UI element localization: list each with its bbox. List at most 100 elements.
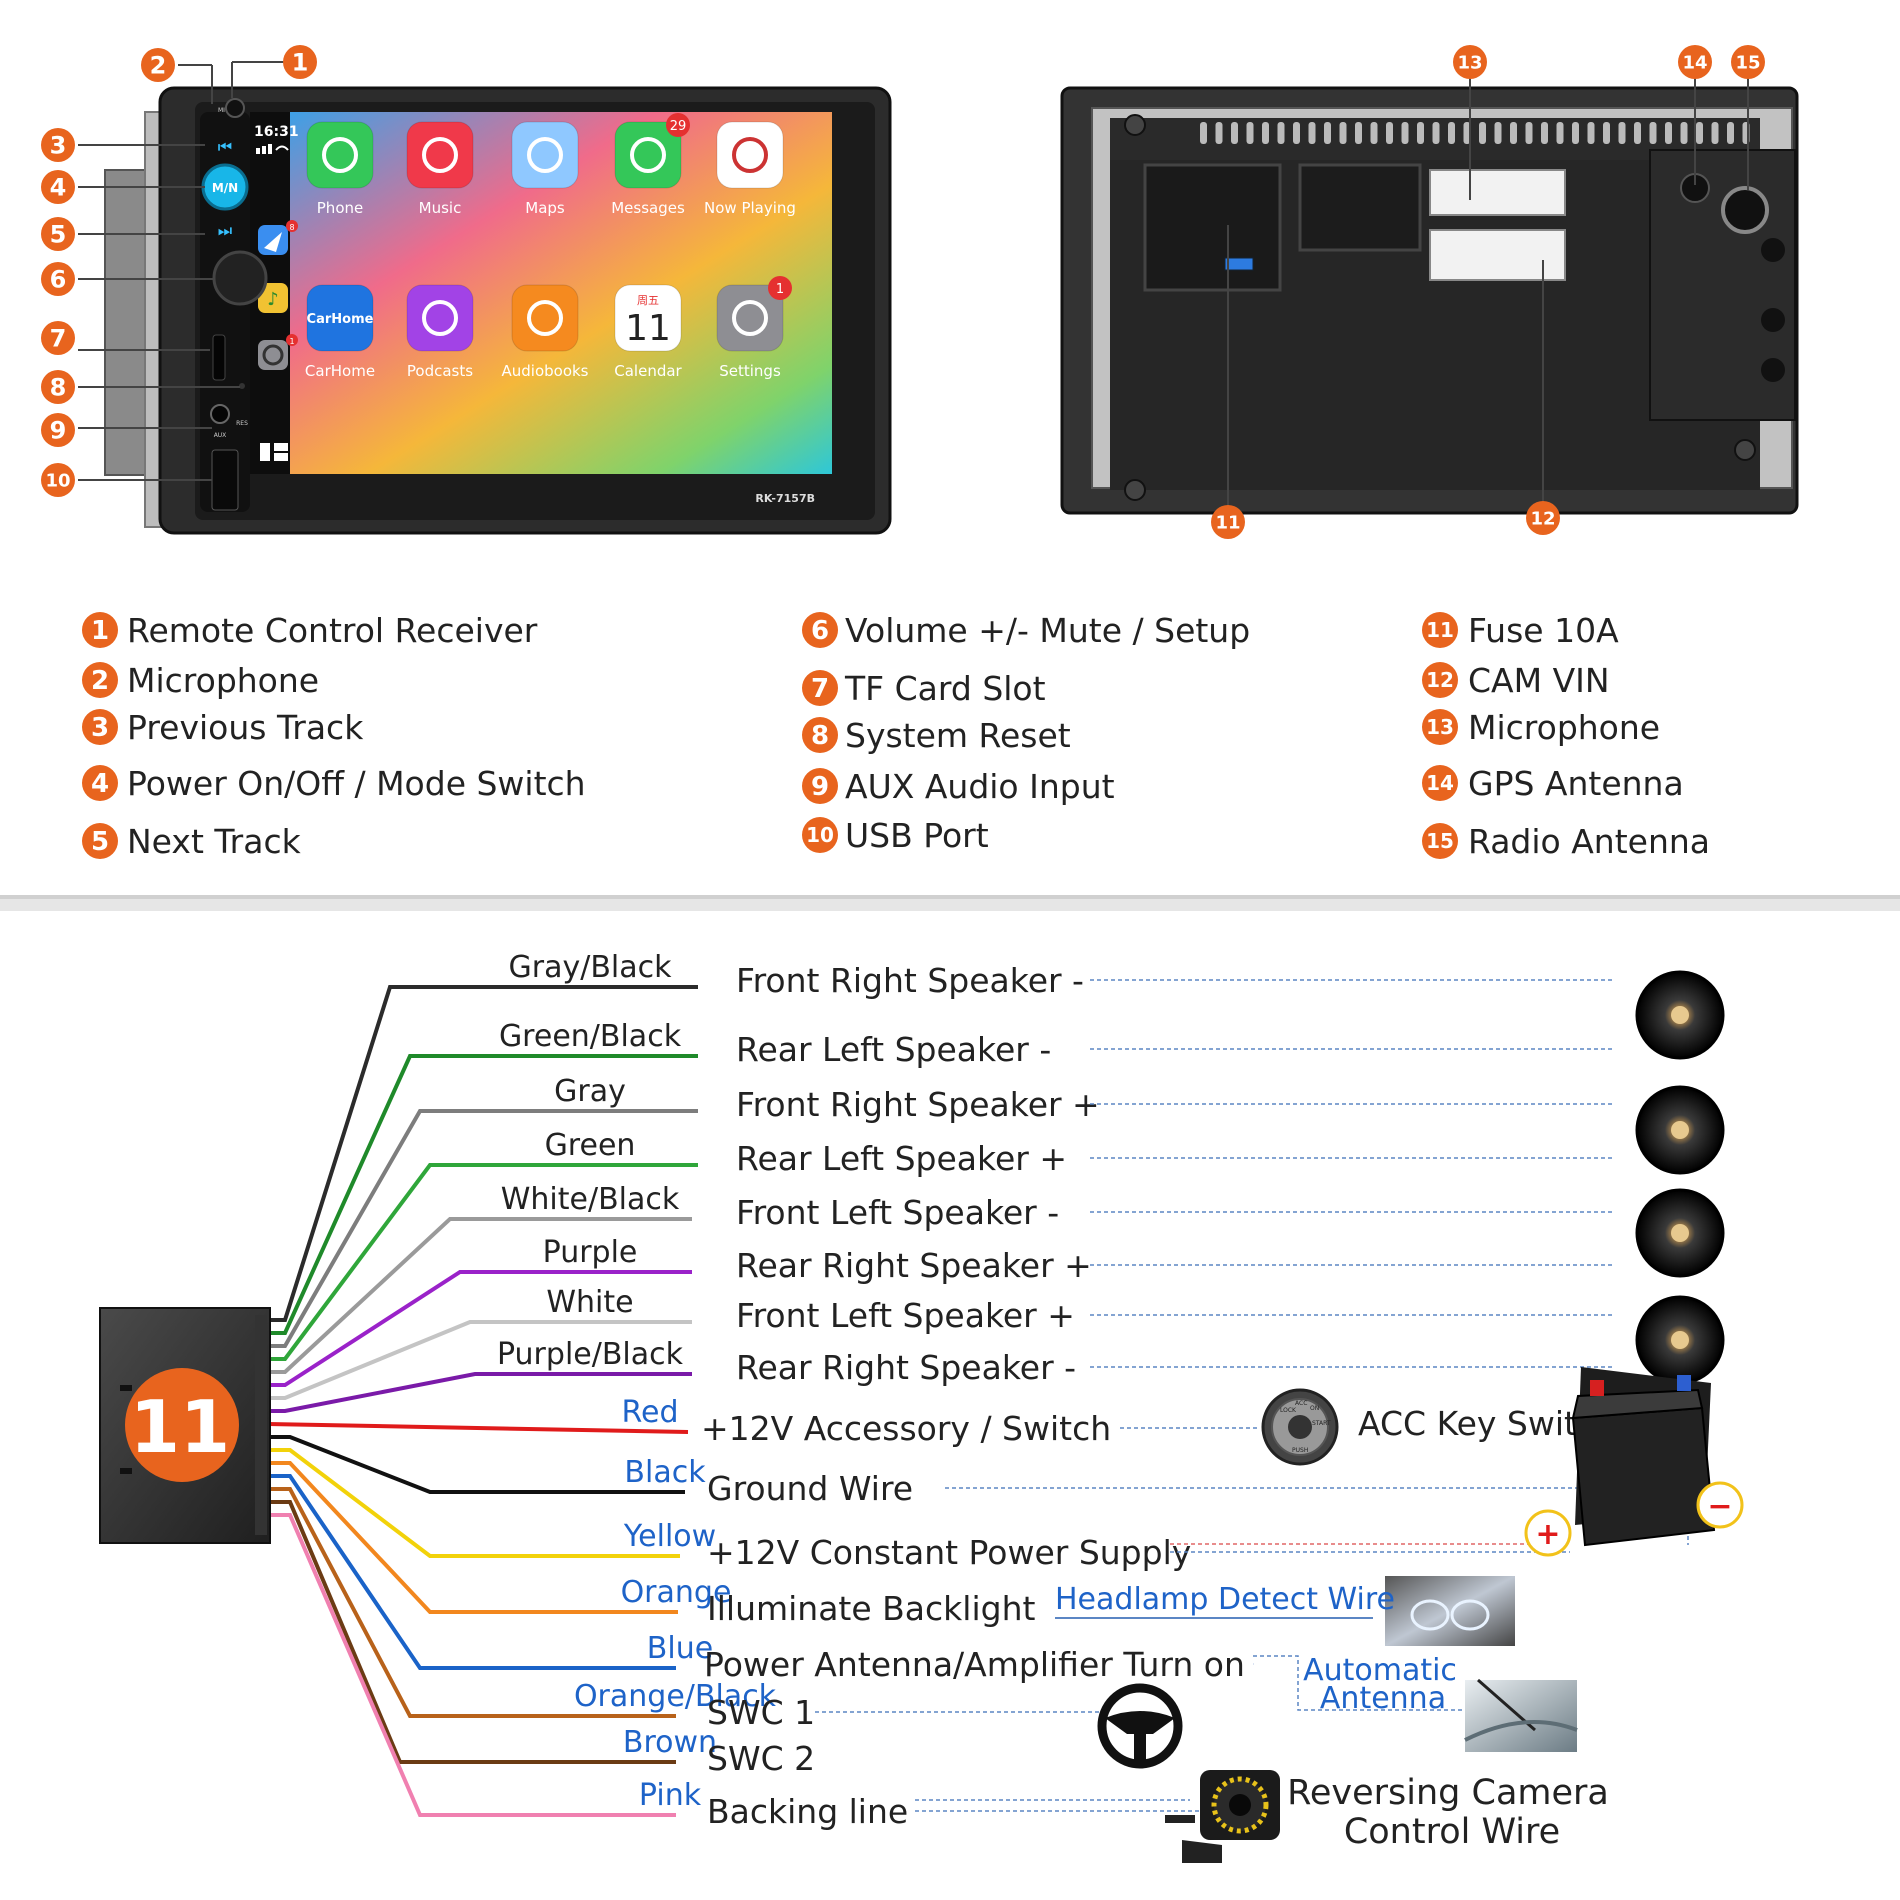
- next-track-icon[interactable]: ⏭: [218, 221, 232, 240]
- podcasts-icon[interactable]: Podcasts: [406, 284, 474, 380]
- wire-brown: [268, 1500, 676, 1764]
- wire-function-label: Front Left Speaker +: [736, 1296, 1075, 1335]
- svg-text:ACC: ACC: [1295, 1400, 1307, 1407]
- svg-text:7: 7: [50, 324, 67, 352]
- svg-text:13: 13: [1426, 715, 1454, 739]
- legend-text: Fuse 10A: [1468, 611, 1619, 650]
- reset-hole[interactable]: [239, 383, 245, 389]
- now-playing-icon[interactable]: Now Playing: [704, 121, 796, 217]
- steering-wheel-icon: [1097, 1683, 1183, 1769]
- headlamp-image: [1385, 1576, 1515, 1646]
- number-badge-5: 5: [41, 217, 75, 251]
- svg-text:1: 1: [292, 48, 309, 76]
- wire-function-label: Front Right Speaker +: [736, 1085, 1100, 1124]
- wire-function-label: SWC 2: [707, 1739, 815, 1778]
- tf-card-slot[interactable]: [212, 334, 226, 381]
- model-number: RK-7157B: [755, 492, 815, 505]
- prev-track-icon[interactable]: ⏮: [218, 137, 232, 156]
- dashboard-icon[interactable]: [260, 443, 288, 461]
- music-icon[interactable]: Music: [406, 121, 474, 217]
- wire-color-label: Yellow: [623, 1519, 716, 1554]
- wire-color-label: Black: [624, 1455, 706, 1490]
- headlamp-label: Headlamp Detect Wire: [1055, 1582, 1395, 1617]
- wire-purple-black: [268, 1372, 692, 1413]
- wire-white-black: [268, 1217, 692, 1374]
- audiobooks-icon[interactable]: Audiobooks: [501, 284, 589, 380]
- legend-text: Microphone: [127, 661, 319, 700]
- wire-function-label: Rear Right Speaker +: [736, 1246, 1092, 1285]
- app-label: Maps: [525, 199, 565, 217]
- battery-minus: −: [1707, 1489, 1732, 1524]
- legend-text: Microphone: [1468, 708, 1660, 747]
- phone-icon[interactable]: Phone: [306, 121, 374, 217]
- wire-white: [268, 1320, 692, 1400]
- connector-badge: [125, 1368, 239, 1482]
- volume-knob[interactable]: [212, 250, 268, 306]
- svg-text:START: START: [1312, 1420, 1331, 1427]
- wire-color-label: Orange/Black: [574, 1679, 777, 1714]
- app-label: Calendar: [614, 362, 682, 380]
- antenna-image: [1464, 1678, 1578, 1752]
- head-unit-rear: [1060, 86, 1799, 515]
- maps-icon[interactable]: Maps: [511, 121, 579, 217]
- camera-label-2: Control Wire: [1344, 1812, 1560, 1852]
- svg-text:10: 10: [806, 823, 834, 847]
- wire-color-label: Purple/Black: [497, 1337, 684, 1372]
- wire-color-label: Orange: [621, 1575, 732, 1610]
- svg-text:LOCK: LOCK: [1280, 1407, 1297, 1414]
- wire-function-label: Power Antenna/Amplifier Turn on: [704, 1645, 1245, 1684]
- legend-text: GPS Antenna: [1468, 764, 1684, 803]
- speaker-icon: [1635, 1295, 1725, 1385]
- antenna-label-1: Automatic: [1303, 1653, 1457, 1688]
- remote-receiver: [225, 98, 245, 118]
- legend-text: Remote Control Receiver: [127, 611, 538, 650]
- sidebar-badge-2: 1: [289, 337, 294, 346]
- sidebar-maps-icon[interactable]: [258, 225, 288, 255]
- usb-port[interactable]: [211, 449, 239, 511]
- app-label: Messages: [611, 199, 685, 217]
- legend-text: TF Card Slot: [844, 669, 1046, 708]
- aux-jack[interactable]: [210, 404, 230, 424]
- legend-text: Power On/Off / Mode Switch: [127, 764, 586, 803]
- sidebar-music-icon[interactable]: ♪: [258, 283, 288, 313]
- number-badge-2: 2: [141, 48, 175, 82]
- reversing-camera-icon: [1165, 1770, 1280, 1863]
- legend-item-1: 1 Remote Control Receiver: [82, 611, 538, 650]
- number-badge-4: 4: [41, 170, 75, 204]
- svg-text:3: 3: [91, 713, 109, 743]
- legend-text: CAM VIN: [1468, 661, 1610, 700]
- svg-text:4: 4: [50, 173, 67, 201]
- wire-color-label: Gray: [554, 1074, 626, 1109]
- svg-text:14: 14: [1426, 771, 1454, 795]
- wire-function-label: +12V Accessory / Switch: [701, 1409, 1111, 1448]
- wire-function-label: +12V Constant Power Supply: [707, 1533, 1191, 1572]
- svg-text:8: 8: [811, 721, 829, 751]
- app-label: Phone: [317, 199, 363, 217]
- speaker-icon: [1635, 1085, 1725, 1175]
- sidebar-settings-icon[interactable]: [258, 340, 288, 370]
- wire-function-label: Backing line: [707, 1792, 908, 1831]
- svg-text:9: 9: [50, 416, 67, 444]
- mic-label: MIC: [218, 107, 229, 114]
- number-badge-9: 9: [41, 413, 75, 447]
- svg-text:PUSH: PUSH: [1292, 1447, 1308, 1454]
- wire-gray-black: [268, 985, 698, 1322]
- svg-text:1: 1: [91, 616, 109, 646]
- app-label: Settings: [719, 362, 781, 380]
- number-badge-10: 10: [41, 463, 75, 497]
